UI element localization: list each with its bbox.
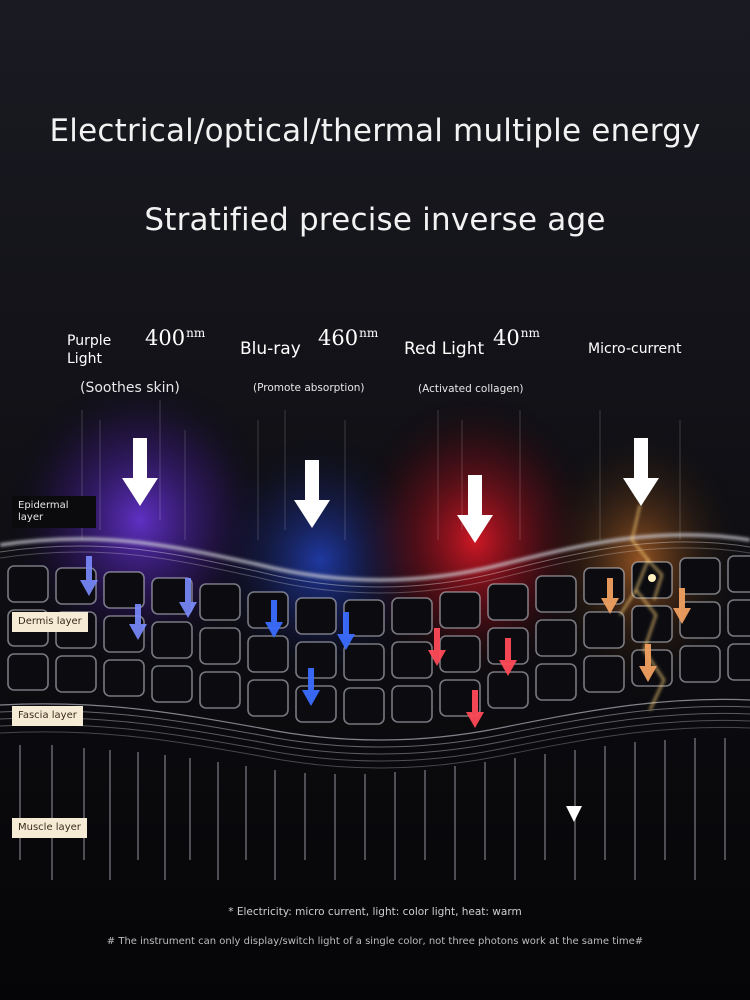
red-down-arrow-icon — [457, 475, 493, 543]
footnote-single-color: # The instrument can only display/switch… — [106, 936, 644, 947]
blue-down-arrow-icon — [294, 460, 330, 528]
blu-ray-label: Blu-ray — [240, 339, 301, 359]
headline-line-1: Electrical/optical/thermal multiple ener… — [49, 113, 701, 149]
purple-light-label: Purple Light — [67, 333, 112, 367]
red-light-wavelength: 40nm — [493, 326, 540, 350]
small-down-marker — [566, 806, 582, 822]
muscle-layer-tag: Muscle layer — [12, 818, 87, 838]
footnote-energy-types: * Electricity: micro current, light: col… — [228, 906, 522, 918]
purple-effect: (Soothes skin) — [80, 380, 180, 396]
light-streaks — [81, 400, 681, 540]
lightning-icon — [619, 504, 665, 711]
blu-ray-effect: (Promote absorption) — [253, 382, 365, 394]
purple-down-arrow-icon — [122, 438, 158, 506]
headline-line-2: Stratified precise inverse age — [144, 202, 606, 238]
red-light-label: Red Light — [404, 339, 485, 359]
red-light-effect: (Activated collagen) — [418, 383, 524, 395]
epidermis-surface — [0, 533, 750, 582]
orange-down-arrow-icon — [623, 438, 659, 506]
fascia-band — [0, 698, 750, 769]
micro-current-label: Micro-current — [588, 341, 682, 357]
blu-ray-wavelength: 460nm — [318, 326, 379, 350]
fascia-layer-tag: Fascia layer — [12, 706, 83, 726]
dermis-layer-tag: Dermis layer — [12, 612, 88, 632]
purple-wavelength: 400nm — [145, 326, 206, 350]
muscle-fibers — [19, 738, 726, 880]
epidermal-layer-tag: Epidermal layer — [12, 496, 96, 528]
